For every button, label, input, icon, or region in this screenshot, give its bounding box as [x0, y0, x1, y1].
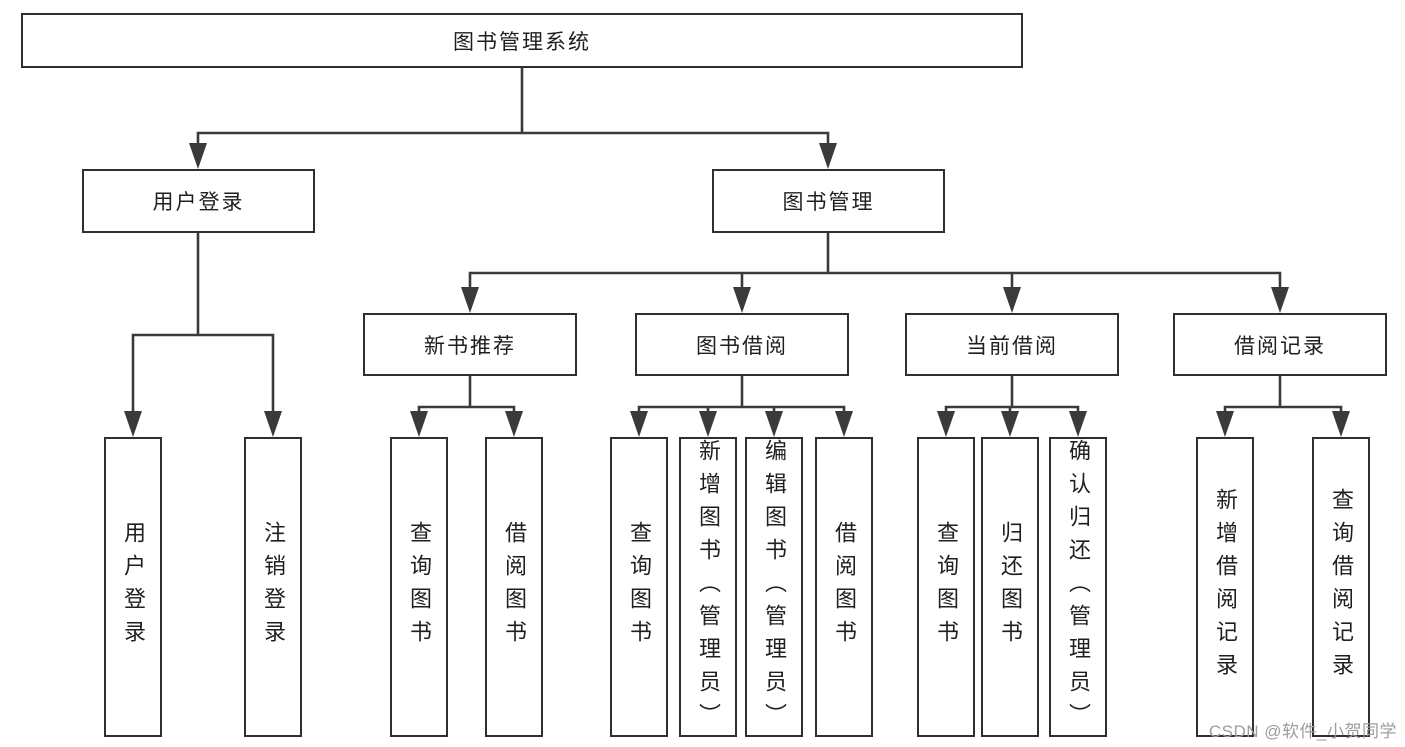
arrowhead-down-icon [1069, 411, 1087, 437]
arrowhead-down-icon [1271, 287, 1289, 313]
leaf-label: 借阅图书 [832, 521, 857, 653]
connector-borrow-records-to-leaves [1216, 376, 1350, 437]
connector-root-to-level2 [189, 68, 837, 169]
arrowhead-down-icon [819, 143, 837, 169]
arrowhead-down-icon [1216, 411, 1234, 437]
connector-line [1223, 405, 1343, 413]
node-label: 图书管理 [782, 191, 875, 214]
node-user-login: 用户登录 [82, 169, 315, 233]
connector-user-login-to-leaves [124, 233, 282, 437]
node-label: 新书推荐 [424, 334, 516, 358]
arrowhead-down-icon [765, 411, 783, 437]
leaf-add-borrow-record: 新增借阅记录 [1196, 437, 1254, 737]
arrowhead-down-icon [189, 143, 207, 169]
leaf-label: 借阅图书 [502, 521, 527, 653]
leaf-return-book: 归还图书 [981, 437, 1039, 737]
connector-current-borrow-to-leaves [937, 376, 1087, 437]
node-label: 图书借阅 [696, 334, 788, 358]
node-label: 用户登录 [152, 191, 245, 214]
connector-line [131, 333, 275, 413]
connector-line [637, 405, 846, 413]
connector-line [944, 405, 1080, 413]
arrowhead-down-icon [264, 411, 282, 437]
arrowhead-down-icon [699, 411, 717, 437]
leaf-query-borrow-record: 查询借阅记录 [1312, 437, 1370, 737]
leaf-query-books-newbook: 查询图书 [390, 437, 448, 737]
arrowhead-down-icon [733, 287, 751, 313]
leaf-borrow-books-borrow: 借阅图书 [815, 437, 873, 737]
node-borrow-records: 借阅记录 [1173, 313, 1387, 376]
leaf-add-book-admin: 新增图书（管理员） [679, 437, 737, 737]
connector-line [196, 131, 830, 145]
arrowhead-down-icon [1332, 411, 1350, 437]
leaf-label: 查询图书 [627, 521, 652, 653]
leaf-query-books-borrow: 查询图书 [610, 437, 668, 737]
leaf-label: 查询图书 [934, 521, 959, 653]
leaf-label: 归还图书 [998, 521, 1023, 653]
arrowhead-down-icon [630, 411, 648, 437]
leaf-label: 编辑图书（管理员） [762, 438, 787, 736]
connector-line [468, 271, 1282, 289]
connector-line [417, 405, 516, 413]
leaf-label: 查询图书 [407, 521, 432, 653]
node-root: 图书管理系统 [21, 13, 1023, 68]
leaf-label: 查询借阅记录 [1329, 488, 1354, 686]
leaf-confirm-return-admin: 确认归还（管理员） [1049, 437, 1107, 737]
leaf-label: 确认归还（管理员） [1066, 438, 1091, 736]
node-book-management: 图书管理 [712, 169, 945, 233]
arrowhead-down-icon [505, 411, 523, 437]
arrowhead-down-icon [124, 411, 142, 437]
leaf-borrow-books-newbook: 借阅图书 [485, 437, 543, 737]
leaf-label: 注销登录 [261, 521, 286, 653]
node-label: 借阅记录 [1234, 334, 1326, 358]
arrowhead-down-icon [1003, 287, 1021, 313]
leaf-logout: 注销登录 [244, 437, 302, 737]
connector-new-book-to-leaves [410, 376, 523, 437]
arrowhead-down-icon [937, 411, 955, 437]
arrowhead-down-icon [1001, 411, 1019, 437]
leaf-edit-book-admin: 编辑图书（管理员） [745, 437, 803, 737]
connector-book-borrow-to-leaves [630, 376, 853, 437]
csdn-watermark: CSDN @软件_小贺同学 [1208, 722, 1397, 741]
leaf-label: 新增图书（管理员） [696, 438, 721, 736]
node-new-book-recommend: 新书推荐 [363, 313, 577, 376]
node-label: 图书管理系统 [453, 30, 591, 54]
leaf-query-books-current: 查询图书 [917, 437, 975, 737]
node-label: 当前借阅 [966, 334, 1058, 358]
connector-book-management-to-level3 [461, 233, 1289, 313]
arrowhead-down-icon [461, 287, 479, 313]
node-current-borrow: 当前借阅 [905, 313, 1119, 376]
arrowhead-down-icon [410, 411, 428, 437]
leaf-user-login: 用户登录 [104, 437, 162, 737]
arrowhead-down-icon [835, 411, 853, 437]
node-book-borrow: 图书借阅 [635, 313, 849, 376]
leaf-label: 用户登录 [121, 521, 146, 653]
leaf-label: 新增借阅记录 [1213, 488, 1238, 686]
